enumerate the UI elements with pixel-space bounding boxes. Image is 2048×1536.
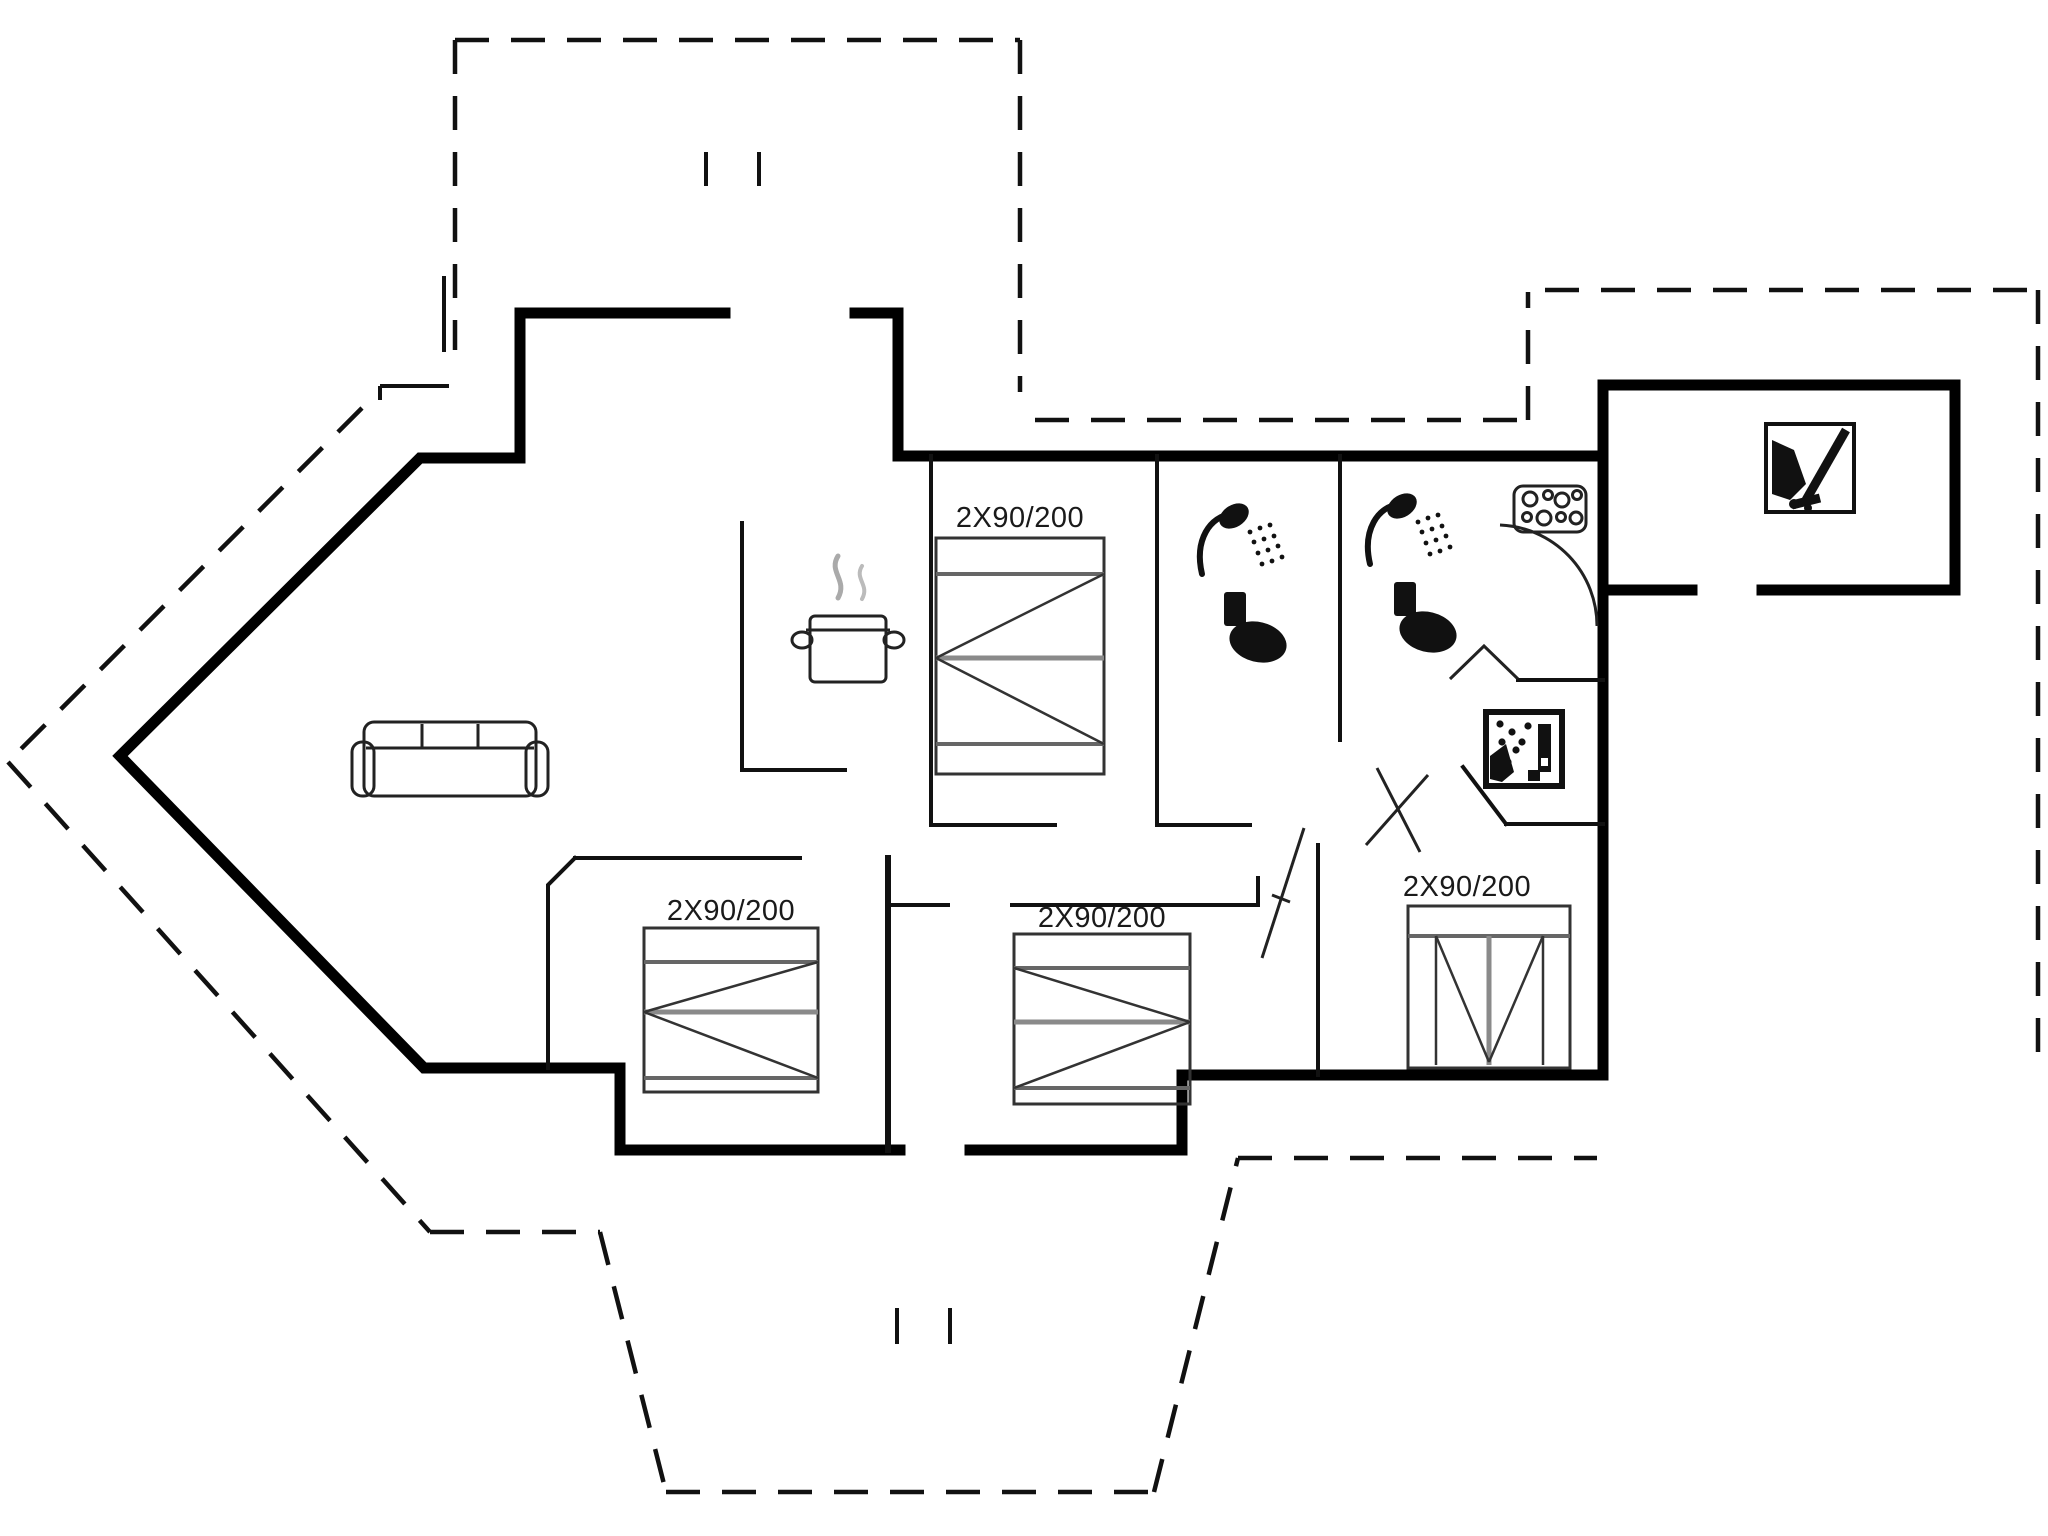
vacuum-cleaner-icon xyxy=(1764,422,1856,514)
terrace-door-marks xyxy=(378,152,952,1344)
bed-bottom-middle: 2X90/200 xyxy=(1012,902,1192,1106)
interior-walls xyxy=(546,454,1605,1153)
bed-size-label: 2X90/200 xyxy=(1038,902,1166,934)
hob-icon xyxy=(1512,484,1588,534)
shower-icon xyxy=(1364,493,1453,567)
cooking-pot-icon xyxy=(790,553,906,684)
bed-bottom-right: 2X90/200 xyxy=(1403,871,1572,1070)
terrace-outline-dashed xyxy=(6,37,2041,1495)
bed-size-label: 2X90/200 xyxy=(667,895,795,927)
bed-top: 2X90/200 xyxy=(934,502,1106,776)
exterior-walls xyxy=(112,307,1961,1156)
sofa-icon xyxy=(350,720,550,798)
shower-icon xyxy=(1196,503,1285,577)
door-swing-marks xyxy=(1260,643,1520,959)
bed-bottom-left: 2X90/200 xyxy=(642,895,820,1094)
bed-size-label: 2X90/200 xyxy=(956,502,1084,534)
bed-size-label: 2X90/200 xyxy=(1403,871,1531,903)
toilet-icon xyxy=(1394,582,1457,653)
door-arc xyxy=(1499,523,1599,627)
washing-machine-icon xyxy=(1483,709,1565,789)
toilet-icon xyxy=(1224,592,1287,663)
